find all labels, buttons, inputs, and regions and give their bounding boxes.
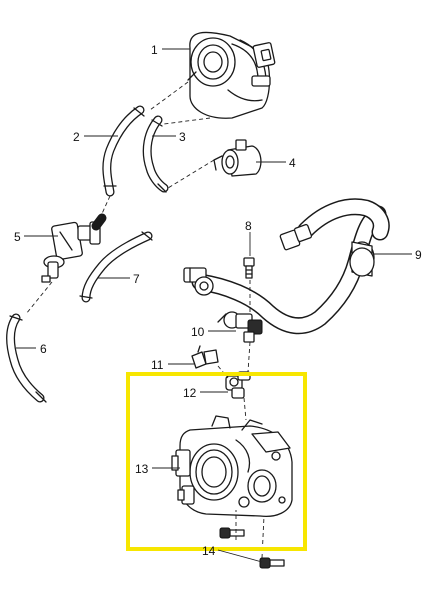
callout-6: 6 [40, 342, 47, 356]
callout-13: 13 [135, 462, 149, 476]
callout-7: 7 [133, 272, 140, 286]
callout-12: 12 [183, 386, 197, 400]
part-4-clamp [213, 139, 262, 177]
part-6-hose [6, 313, 47, 403]
callout-numbers: 1 2 3 4 5 6 7 8 9 10 11 12 13 14 [14, 43, 422, 558]
callout-leaders [16, 48, 412, 563]
callout-9: 9 [415, 248, 422, 262]
callout-8: 8 [245, 219, 252, 233]
highlight-box [126, 372, 307, 551]
callout-1: 1 [151, 43, 158, 57]
part-9-fuel-hose [183, 198, 390, 335]
callout-5: 5 [14, 230, 21, 244]
part-13-throttle-body [171, 415, 293, 518]
callout-3: 3 [179, 130, 186, 144]
callout-14: 14 [202, 544, 216, 558]
callout-10: 10 [191, 325, 205, 339]
part-1-canister [187, 31, 276, 119]
part-3-hose [142, 115, 169, 193]
part-7-hose [79, 231, 153, 303]
part-5-valve [41, 213, 107, 283]
callout-4: 4 [289, 156, 296, 170]
part-8-bolt [243, 257, 255, 279]
part-11-clip [191, 345, 219, 369]
part-2-hose [102, 105, 145, 197]
callout-11: 11 [151, 358, 164, 372]
part-10-sensor [217, 311, 263, 343]
part-14-bolts [219, 527, 285, 569]
callout-2: 2 [73, 130, 80, 144]
